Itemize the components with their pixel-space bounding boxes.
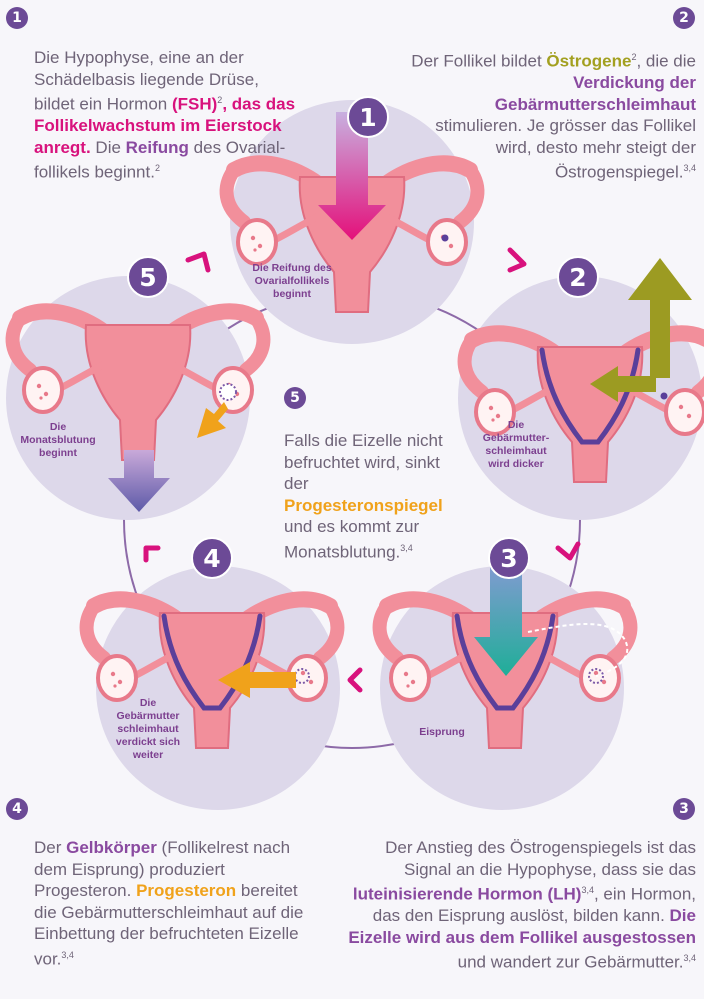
step-4-ref-c: 3,4 xyxy=(61,950,74,960)
step-1-ref-c: 2 xyxy=(155,163,160,173)
step-2-text-a: Der Follikel bildet xyxy=(411,52,546,71)
step-3-number-badge: 3 xyxy=(673,798,695,820)
stage-1-badge: 1 xyxy=(348,97,388,137)
stage-2-badge: 2 xyxy=(558,257,598,297)
step-4-number-badge: 4 xyxy=(6,798,28,820)
stage-2-label-line-3: schleimhaut xyxy=(485,445,547,457)
stage-2-label-line-1: Die xyxy=(508,419,525,431)
svg-text:4: 4 xyxy=(203,544,220,573)
step-4-gelbkoerper: Gelbkörper xyxy=(66,838,157,857)
stage-1-label-line-3: beginnt xyxy=(273,288,311,300)
step-1-reifung: Reifung xyxy=(126,138,189,157)
stage-4-badge: 4 xyxy=(192,538,232,578)
stage-4-label-line-1: Die xyxy=(140,697,157,709)
step-2-ref-c: 3,4 xyxy=(683,163,696,173)
stage-5-label-line-2: Monatsblutung xyxy=(20,434,95,446)
stage-4-label-line-5: weiter xyxy=(132,749,163,761)
stage-4-label-line-2: Gebärmutter xyxy=(116,710,179,722)
step-5-progesteronspiegel: Progesteronspiegel xyxy=(284,496,443,515)
step-3-text-a: Der Anstieg des Östrogenspiegels ist das… xyxy=(385,838,696,879)
step-2-highlight: Verdickung der Gebärmutterschleimhaut xyxy=(495,73,696,114)
chevron-icon xyxy=(350,670,360,690)
step-5-ref-b: 3,4 xyxy=(400,543,413,553)
stage-2-label-line-4: wird dicker xyxy=(487,458,543,470)
step-3-text-c: und wandert zur Gebärmutter. xyxy=(458,953,684,972)
step-3-ref-a: 3,4 xyxy=(581,885,594,895)
step-3-lh: luteinisierende Hormon (LH) xyxy=(353,885,582,904)
step-1-fsh: (FSH) xyxy=(172,95,217,114)
step-2-text-c: stimulieren. Je grösser das Follikel wir… xyxy=(435,116,696,182)
stage-3-label: Eisprung xyxy=(419,726,465,738)
step-2-number-badge: 2 xyxy=(673,7,695,29)
stage-3-badge: 3 xyxy=(489,538,529,578)
step-1-description: Die Hypophyse, eine an der Schädelbasis … xyxy=(34,47,300,183)
step-5-number-badge: 5 xyxy=(284,387,306,409)
step-5-text-b: und es kommt zur Monatsblutung. xyxy=(284,517,419,561)
stage-4-circle: Die Gebärmutter schleimhaut verdickt sic… xyxy=(87,566,340,810)
svg-text:3: 3 xyxy=(500,544,517,573)
step-2-description: Der Follikel bildet Östrogene2, die die … xyxy=(404,47,696,183)
step-2-text-b: , die die xyxy=(636,52,696,71)
step-5-text-a: Falls die Eizelle nicht befruchtet wird,… xyxy=(284,431,443,493)
stage-4-label-line-4: verdickt sich xyxy=(116,736,180,748)
chevron-icon xyxy=(510,250,524,270)
step-4-text-a: Der xyxy=(34,838,66,857)
step-3-ref-c: 3,4 xyxy=(683,953,696,963)
step-5-description: Falls die Eizelle nicht befruchtet wird,… xyxy=(284,430,454,563)
stage-5-circle: Die Monatsblutung beginnt xyxy=(6,276,263,520)
stage-1-label-line-1: Die Reifung des xyxy=(252,262,332,274)
stage-5-badge: 5 xyxy=(128,257,168,297)
stage-5-label-line-3: beginnt xyxy=(39,447,77,459)
step-1-text-b: Die xyxy=(91,138,126,157)
step-3-description: Der Anstieg des Östrogenspiegels ist das… xyxy=(344,837,696,973)
step-1-number-badge: 1 xyxy=(6,7,28,29)
chevron-icon xyxy=(558,544,578,558)
step-2-oestrogene: Östrogene xyxy=(546,52,631,71)
chevron-icon xyxy=(188,254,208,270)
step-4-progesteron: Progesteron xyxy=(136,881,236,900)
svg-text:1: 1 xyxy=(359,103,376,132)
svg-text:5: 5 xyxy=(139,263,156,292)
stage-5-label-line-1: Die xyxy=(50,421,67,433)
stage-2-label-line-2: Gebärmutter- xyxy=(483,432,550,444)
stage-4-label-line-3: schleimhaut xyxy=(117,723,179,735)
step-4-description: Der Gelbkörper (Follikelrest nach dem Ei… xyxy=(34,837,304,970)
stage-1-label-line-2: Ovarialfollikels xyxy=(255,275,330,287)
chevron-icon xyxy=(146,548,158,560)
stage-3-circle: Eisprung xyxy=(380,566,631,810)
svg-text:2: 2 xyxy=(569,263,586,292)
